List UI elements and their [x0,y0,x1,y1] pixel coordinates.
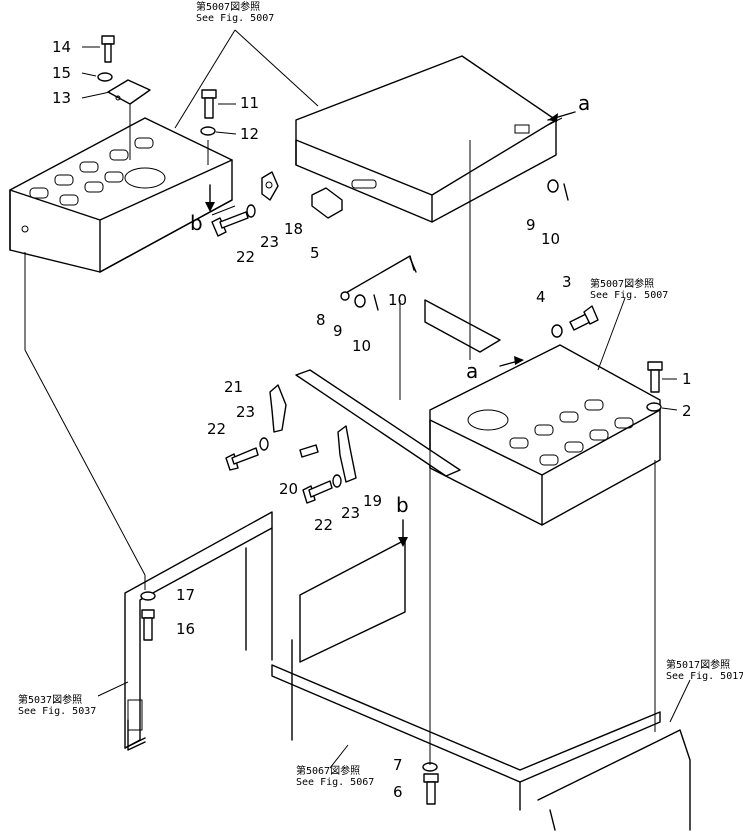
pin-20 [299,444,319,458]
pin-10-mid [373,294,379,311]
right-cover [424,299,661,526]
marker-b-top: b [190,211,203,235]
callout-19: 19 [363,492,382,510]
ref-top-en: See Fig. 5007 [196,13,274,24]
callout-13: 13 [52,89,71,107]
left-cover [9,117,233,273]
bolt-22-mid [225,447,259,471]
marker-a-top: a [578,91,590,115]
callout-23-low: 23 [341,504,360,522]
bolt-16 [141,609,155,641]
latch-19 [337,425,357,483]
latch-18 [261,171,279,201]
callout-8: 8 [316,311,326,329]
callout-12: 12 [240,125,259,143]
rubber-5 [311,187,343,219]
arrow-markers [205,111,576,547]
washer-17 [140,591,156,601]
callout-7: 7 [393,756,403,774]
callout-2: 2 [682,402,692,420]
callout-23-top: 23 [260,233,279,251]
callout-11: 11 [240,94,259,112]
washer-23-top [246,204,256,218]
callout-22-low: 22 [314,516,333,534]
reference-leaders [97,29,691,769]
assembly-lines [24,140,656,765]
stay-plate [295,369,461,477]
ref-bottom-jp: 第5067図参照 [296,764,360,777]
ref-right-en: See Fig. 5007 [590,290,668,301]
washer-4 [551,324,563,338]
washer-12 [200,126,216,136]
callout-21: 21 [224,378,243,396]
front-frame [271,539,691,831]
bolt-11 [201,89,217,119]
callout-4: 4 [536,288,546,306]
bolt-3 [569,305,599,331]
callout-14: 14 [52,38,71,56]
ref-top-jp: 第5007図参照 [196,0,260,13]
callout-1: 1 [682,370,692,388]
top-cover [295,55,557,223]
callout-9-mid: 9 [333,322,343,340]
ref-right-jp: 第5007図参照 [590,277,654,290]
washer-23-low [332,474,342,488]
callout-16: 16 [176,620,195,638]
callout-22-mid: 22 [207,420,226,438]
left-frame [124,511,273,751]
bolt-22-low [302,480,333,504]
callout-10-top: 10 [541,230,560,248]
callout-15: 15 [52,64,71,82]
callout-9-top: 9 [526,216,536,234]
callout-10-upper: 10 [388,291,407,309]
ref-bottom-en: See Fig. 5067 [296,777,374,788]
bolt-1 [647,361,663,393]
marker-a-mid: a [466,359,478,383]
marker-b-low: b [396,493,409,517]
callout-6: 6 [393,783,403,801]
callout-22-top: 22 [236,248,255,266]
pin-10-top [563,183,569,201]
cap-plate [107,79,151,105]
callout-17: 17 [176,586,195,604]
ref-br-jp: 第5017図参照 [666,658,730,671]
callout-10-mid: 10 [352,337,371,355]
callout-5: 5 [310,244,320,262]
callout-18: 18 [284,220,303,238]
bolt-14 [101,35,115,63]
latch-21 [269,384,287,433]
washer-15 [97,72,113,82]
callout-23-mid: 23 [236,403,255,421]
ref-left-jp: 第5037図参照 [18,693,82,706]
washer-2 [646,402,662,412]
bolt-6 [423,773,439,805]
ref-br-en: See Fig. 5017 [666,671,743,682]
callout-leaders [81,46,678,411]
ref-left-en: See Fig. 5037 [18,706,96,717]
callout-20: 20 [279,480,298,498]
washer-9-top [547,179,559,193]
callout-3: 3 [562,273,572,291]
washer-9-mid [354,294,366,308]
washer-23-mid [259,437,269,451]
pin-10-upper [409,257,417,273]
bolt-22-top [211,211,249,237]
